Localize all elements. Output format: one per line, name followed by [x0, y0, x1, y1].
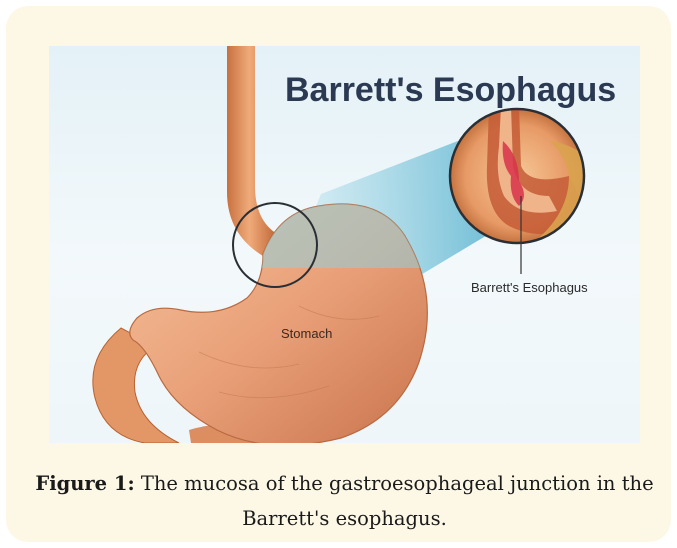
- caption-text-line1: The mucosa of the gastroesophageal junct…: [141, 472, 654, 495]
- inset-label: Barrett's Esophagus: [471, 280, 588, 295]
- stomach-label: Stomach: [281, 326, 332, 341]
- figure-image: Barrett's Esophagus Barrett's Esophagus …: [49, 46, 640, 443]
- barretts-esophagus-illustration: Barrett's Esophagus Barrett's Esophagus …: [49, 46, 640, 443]
- caption-label: Figure 1:: [35, 472, 134, 495]
- figure-title: Barrett's Esophagus: [285, 71, 616, 109]
- caption-text-line2: Barrett's esophagus.: [26, 501, 663, 536]
- figure-card: Barrett's Esophagus Barrett's Esophagus …: [6, 6, 671, 542]
- figure-caption: Figure 1: The mucosa of the gastroesopha…: [26, 466, 663, 536]
